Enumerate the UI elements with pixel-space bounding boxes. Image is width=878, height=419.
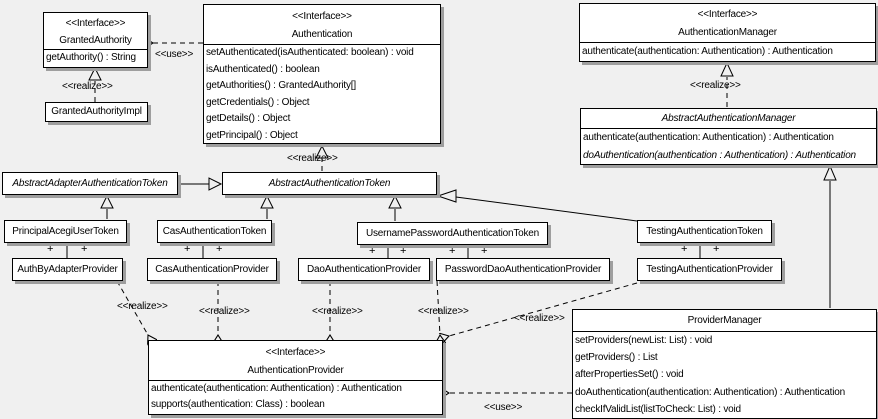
- use-label-authentication: <<use>>: [155, 49, 194, 60]
- class-granted-authority-impl: GrantedAuthorityImpl: [45, 102, 148, 122]
- class-cas-authentication-token: CasAuthenticationToken: [157, 220, 272, 243]
- realize-label-testingprovider: <<realize>>: [514, 313, 565, 324]
- stereotype-label: <<Interface>>: [292, 11, 352, 22]
- class-name: TestingAuthenticationProvider: [646, 264, 773, 275]
- method-row: authenticate(authentication: Authenticat…: [582, 46, 833, 57]
- class-cas-authentication-provider: CasAuthenticationProvider: [147, 258, 277, 281]
- association-castoken-casprovider: + +: [184, 243, 222, 258]
- method-row: authenticate(authentication: Authenticat…: [151, 383, 402, 394]
- class-abstract-authentication-manager: AbstractAuthenticationManager authentica…: [580, 108, 877, 165]
- svg-text:+: +: [713, 243, 719, 255]
- method-row: getCredentials() : Object: [206, 96, 310, 108]
- generalization-edge-usernamepasswordtoken: [388, 194, 402, 221]
- method-row: getAuthority() : String: [46, 52, 136, 63]
- realize-edge-abstractauthenticationtoken: [315, 144, 329, 171]
- method-row: getAuthorities() : GrantedAuthority[]: [206, 80, 356, 91]
- method-row: getProviders() : List: [575, 352, 658, 364]
- class-name: GrantedAuthority: [59, 35, 132, 46]
- class-name: UsernamePasswordAuthenticationToken: [365, 228, 540, 239]
- svg-text:+: +: [47, 243, 53, 255]
- realize-label-daoprovider: <<realize>>: [312, 306, 363, 317]
- class-name: PasswordDaoAuthenticationProvider: [444, 264, 602, 275]
- svg-text:+: +: [81, 243, 87, 255]
- realize-label-grantedauthorityimpl: <<realize>>: [62, 81, 113, 92]
- realize-label-abstractmanager: <<realize>>: [690, 80, 741, 91]
- svg-text:+: +: [216, 243, 222, 255]
- realize-label-passworddaoprovider: <<realize>>: [418, 306, 469, 317]
- class-name: GrantedAuthorityImpl: [51, 106, 142, 117]
- association-usernametoken-passworddaoprovider: + +: [449, 245, 487, 258]
- method-row: doAuthentication(authentication : Authen…: [583, 150, 856, 161]
- svg-text:+: +: [681, 243, 687, 255]
- class-name: AuthenticationProvider: [247, 365, 344, 376]
- class-name: AbstractAuthenticationToken: [268, 178, 391, 189]
- use-label-providermanager: <<use>>: [484, 402, 523, 413]
- svg-text:+: +: [184, 243, 190, 255]
- class-testing-authentication-token: TestingAuthenticationToken: [637, 220, 772, 243]
- method-row: setProviders(newList: List) : void: [575, 335, 713, 346]
- class-abstract-adapter-authentication-token: AbstractAdapterAuthenticationToken: [2, 172, 178, 195]
- generalization-edge-testingauthenticationtoken: [436, 189, 638, 222]
- generalization-edge-principalacegiusertoken: [100, 194, 114, 219]
- realize-edge-abstractauthenticationmanager: [720, 61, 734, 107]
- class-password-dao-authentication-provider: PasswordDaoAuthenticationProvider: [436, 258, 610, 281]
- method-row: isAuthenticated() : boolean: [206, 63, 320, 75]
- method-row: setAuthenticated(isAuthenticated: boolea…: [206, 47, 414, 58]
- class-dao-authentication-provider: DaoAuthenticationProvider: [298, 258, 430, 281]
- class-name: PrincipalAcegiUserToken: [12, 226, 119, 237]
- method-row: getPrincipal() : Object: [206, 129, 298, 141]
- stereotype-label: <<Interface>>: [65, 18, 126, 29]
- realize-edge-testingauthenticationprovider: [449, 282, 638, 336]
- class-provider-manager: ProviderManager setProviders(newList: Li…: [572, 309, 877, 419]
- class-name: AuthenticationManager: [678, 27, 777, 38]
- class-name: TestingAuthenticationToken: [646, 226, 763, 237]
- class-name: ProviderManager: [687, 315, 762, 326]
- svg-text:+: +: [449, 245, 455, 257]
- realize-label-abstracttoken: <<realize>>: [287, 153, 338, 164]
- realize-label-casprovider: <<realize>>: [199, 306, 250, 317]
- class-name: CasAuthenticationProvider: [155, 264, 269, 275]
- class-name: AuthByAdapterProvider: [17, 264, 118, 275]
- generalization-edge-casauthenticationtoken: [260, 194, 274, 219]
- association-testingtoken-testingprovider: + +: [681, 243, 719, 258]
- class-authentication-manager: <<Interface>> AuthenticationManager auth…: [579, 3, 876, 62]
- method-row: supports(authentication: Class) : boolea…: [151, 399, 325, 410]
- class-abstract-authentication-token: AbstractAuthenticationToken: [222, 172, 437, 195]
- svg-text:+: +: [400, 245, 406, 257]
- association-principal-authbyadapter: + +: [47, 243, 87, 258]
- class-name: DaoAuthenticationProvider: [307, 264, 421, 275]
- method-row: afterPropertiesSet() : void: [575, 369, 684, 381]
- method-row: doAuthentication(authentication: Authent…: [575, 386, 845, 398]
- class-authentication-provider: <<Interface>> AuthenticationProvider aut…: [148, 340, 443, 415]
- association-usernametoken-daoprovider: + +: [369, 245, 406, 258]
- class-granted-authority: <<Interface>> GrantedAuthority getAuthor…: [43, 12, 148, 68]
- realize-edge-passworddaoauthenticationprovider: [437, 280, 440, 335]
- class-name: Authentication: [291, 29, 353, 40]
- class-username-password-authentication-token: UsernamePasswordAuthenticationToken: [357, 222, 548, 245]
- realize-label-authbyadapter: <<realize>>: [117, 301, 168, 312]
- class-testing-authentication-provider: TestingAuthenticationProvider: [637, 258, 782, 281]
- class-name: AbstractAuthenticationManager: [661, 113, 796, 124]
- realize-edge-grantedauthorityimpl: [88, 66, 102, 102]
- class-principal-acegi-user-token: PrincipalAcegiUserToken: [4, 220, 127, 243]
- class-name: AbstractAdapterAuthenticationToken: [12, 178, 168, 189]
- class-name: CasAuthenticationToken: [162, 226, 267, 237]
- svg-text:+: +: [481, 245, 487, 257]
- class-authentication: <<Interface>> Authentication setAuthenti…: [203, 4, 441, 144]
- method-row: getDetails() : Object: [206, 113, 291, 124]
- svg-text:+: +: [369, 245, 375, 257]
- generalization-edge-abstractadaptertoken: [178, 177, 223, 191]
- method-row: authenticate(authentication: Authenticat…: [583, 132, 834, 143]
- generalization-edge-providermanager: [823, 164, 837, 308]
- stereotype-label: <<Interface>>: [265, 347, 326, 358]
- method-row: checkIfValidList(listToCheck: List) : vo…: [575, 403, 741, 415]
- stereotype-label: <<Interface>>: [697, 9, 758, 20]
- realize-edge-authbyadapterprovider: [116, 280, 148, 335]
- class-auth-by-adapter-provider: AuthByAdapterProvider: [12, 258, 123, 281]
